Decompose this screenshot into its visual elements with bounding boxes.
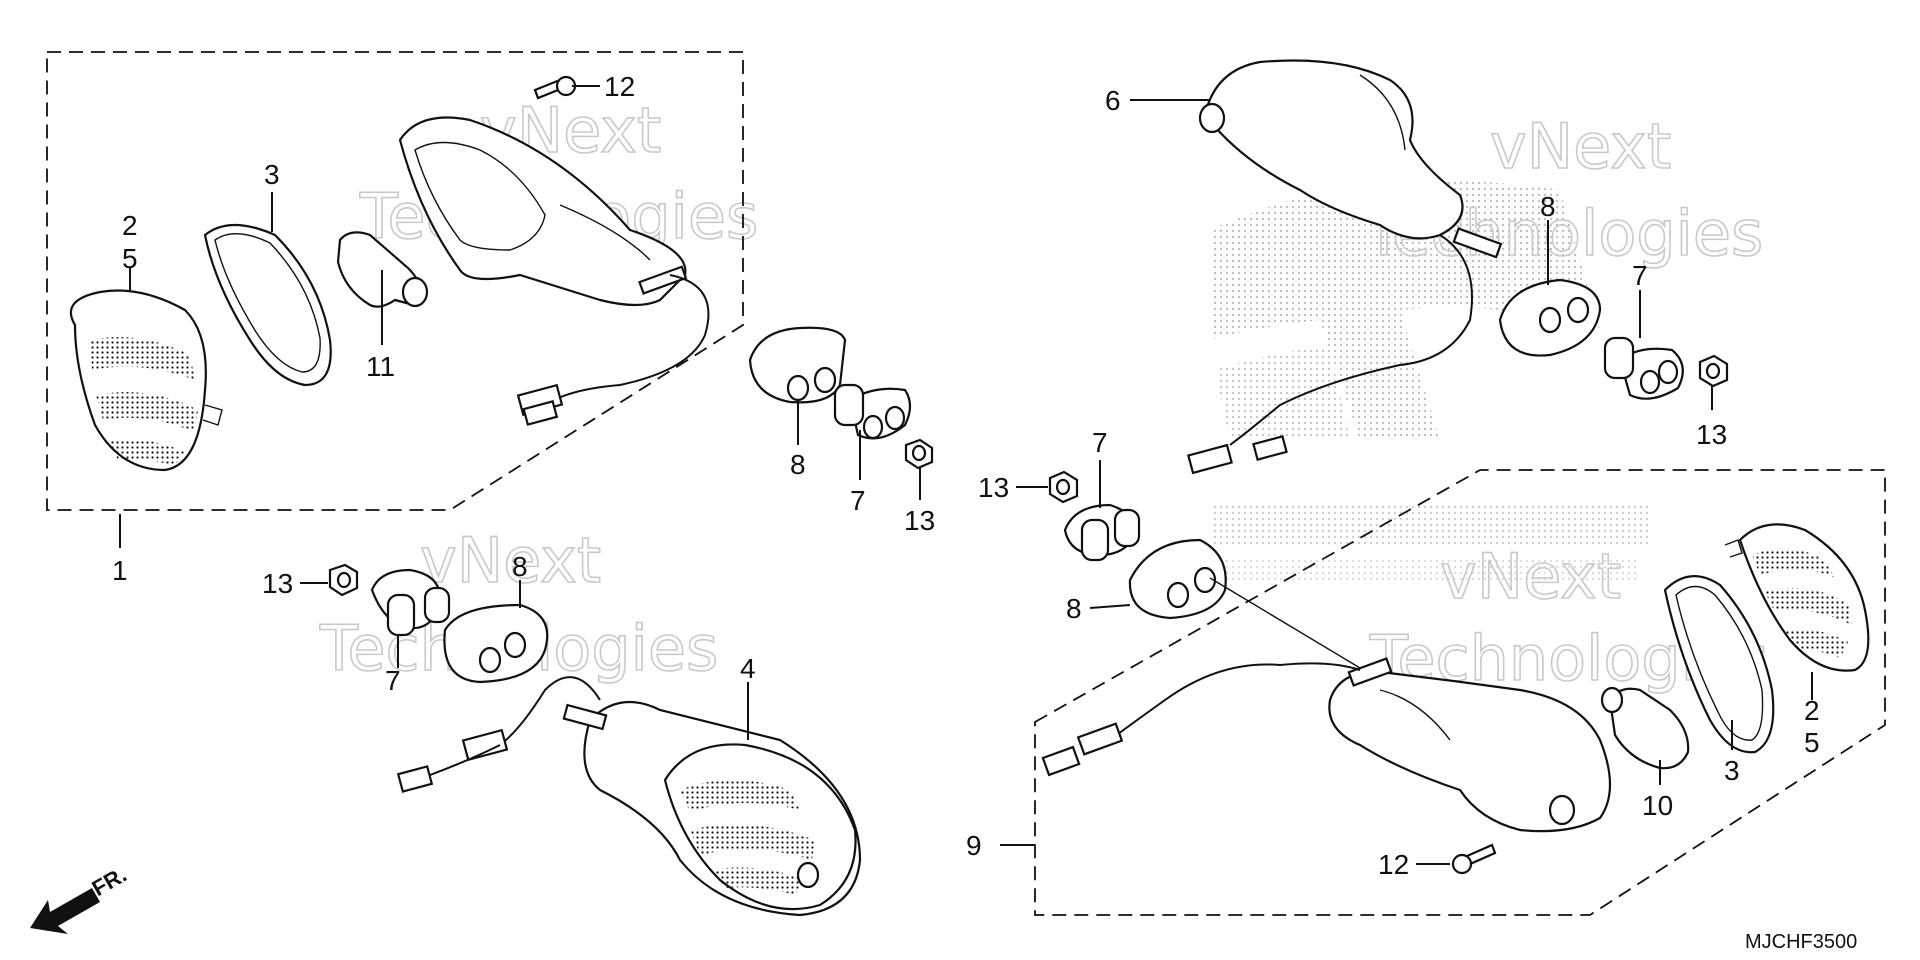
collar-part-7-b: [370, 568, 451, 637]
nut-part-13-a: [904, 438, 934, 470]
leader-lines: [119, 85, 1813, 865]
callout-12: 12: [604, 71, 635, 102]
callout-11: 11: [366, 351, 395, 382]
gasket-part-3-right: [1663, 575, 1775, 754]
callout-13: 13: [978, 472, 1009, 503]
grommet-part-8-c: [1498, 278, 1602, 357]
callout-4: 4: [740, 653, 756, 684]
watermark-line1: vNext: [1440, 540, 1621, 613]
housing-part-left: [398, 116, 710, 426]
gasket-part-3-left: [203, 224, 332, 387]
callout-1: 1: [112, 555, 128, 586]
front-direction-indicator: FR.: [30, 862, 131, 934]
callout-13: 13: [1696, 419, 1727, 450]
callout-8: 8: [1540, 191, 1556, 222]
front-arrow-icon: [30, 888, 100, 934]
callout-8: 8: [1066, 593, 1082, 624]
callout-8: 8: [790, 449, 806, 480]
turn-signal-part-4: [396, 676, 862, 917]
bulb-part-10: [1600, 686, 1690, 770]
callout-3: 3: [264, 159, 280, 190]
callout-12: 12: [1378, 849, 1409, 880]
callout-13: 13: [262, 568, 293, 599]
nut-part-13-d: [1048, 470, 1079, 504]
callout-7: 7: [1632, 260, 1648, 291]
screw-part-12-bottom: [1451, 843, 1497, 875]
callouts: 1 2 5 3 11 12 8 7 13 13 7 8 4 6 8 7 13 1…: [112, 71, 1820, 880]
nut-part-13-c: [1698, 354, 1729, 388]
nut-part-13-b: [328, 563, 359, 597]
brand-logo-watermark: [1210, 181, 1650, 580]
watermark-line1: vNext: [420, 524, 601, 597]
bulb-part-11-left: [336, 231, 429, 308]
assembly-box-1: [46, 51, 744, 511]
callout-10: 10: [1642, 790, 1673, 821]
turn-signal-part-6: [1187, 59, 1503, 475]
assembly-box-9: [1034, 469, 1886, 916]
lens-part-2-5-left: [69, 289, 223, 472]
grommet-part-8-d: [1128, 538, 1227, 620]
grommet-part-8-a: [748, 326, 847, 404]
collar-part-7-a: [833, 383, 912, 440]
grommet-part-8-b: [443, 603, 549, 684]
watermark-line1: vNext: [1490, 110, 1671, 183]
diagram-code: MJCHF3500: [1745, 931, 1857, 953]
collar-part-7-d: [1063, 503, 1141, 562]
housing-part-right: [1041, 657, 1612, 833]
callout-2: 2: [1804, 695, 1820, 726]
lens-part-2-5-right: [1724, 523, 1870, 672]
callout-8: 8: [512, 551, 528, 582]
callout-3: 3: [1724, 755, 1740, 786]
collar-part-7-c: [1603, 336, 1684, 400]
callout-7: 7: [385, 665, 401, 696]
callout-6: 6: [1105, 85, 1121, 116]
callout-7: 7: [1092, 427, 1108, 458]
callout-5: 5: [1804, 727, 1820, 758]
callout-9: 9: [966, 830, 982, 861]
callout-7: 7: [850, 485, 866, 516]
callout-2: 2: [122, 210, 138, 241]
callout-5: 5: [122, 243, 138, 274]
callout-13: 13: [904, 505, 935, 536]
